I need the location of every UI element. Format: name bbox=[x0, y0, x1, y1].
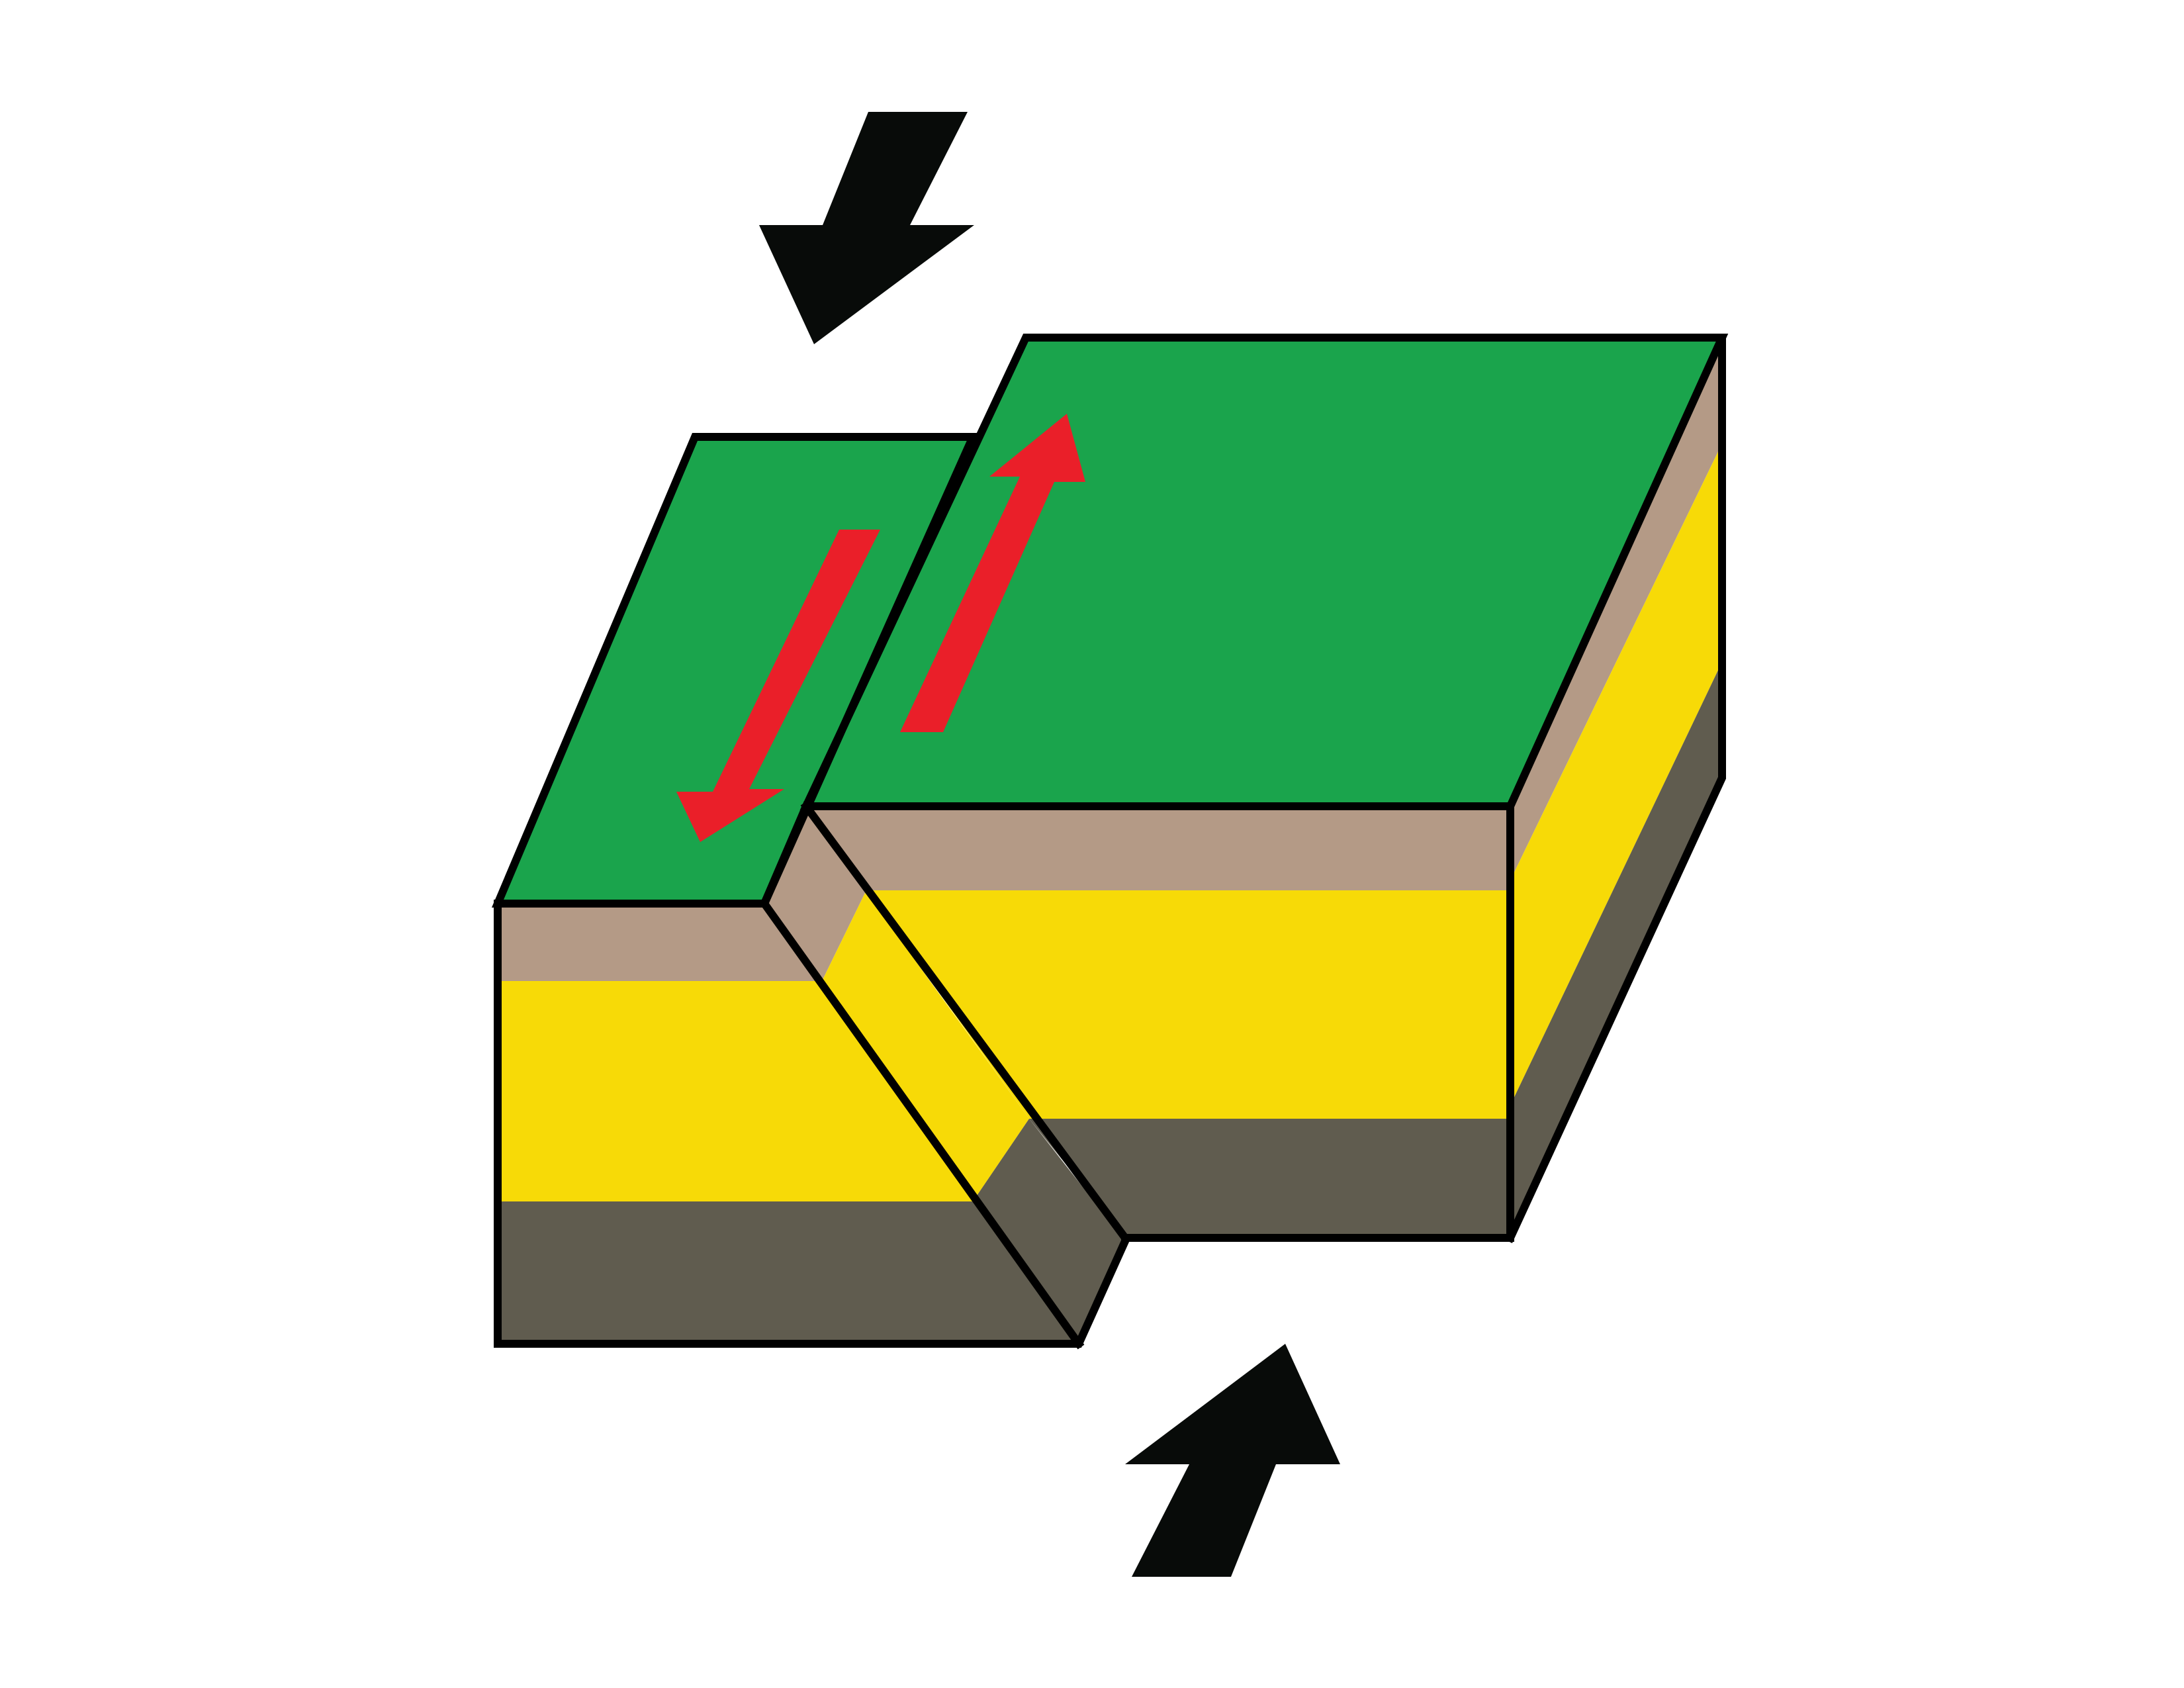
right-block-side-layer-top bbox=[1510, 338, 1722, 880]
left-block-front-outline bbox=[494, 900, 1130, 1348]
fault-face-layer-bottom bbox=[973, 1119, 1125, 1344]
slip-arrow-left-block bbox=[676, 530, 880, 842]
compression-arrow-top bbox=[759, 112, 974, 344]
right-block-front-layer-top bbox=[806, 806, 1510, 890]
right-block-side-layer-middle bbox=[1510, 444, 1722, 1105]
right-block-side-layer-bottom bbox=[1510, 662, 1722, 1238]
left-block-fault-edge-outline bbox=[759, 801, 811, 909]
right-block-front-layer-middle bbox=[866, 890, 1510, 1119]
left-block-front-layer-top bbox=[499, 904, 822, 981]
fault-face-layer-middle bbox=[822, 892, 1029, 1201]
fault-edge-outline bbox=[800, 800, 1131, 1244]
fault-face-outline bbox=[758, 898, 1085, 1350]
left-block-front-layer-bottom bbox=[499, 1201, 1077, 1344]
compression-arrow-bottom bbox=[1125, 1344, 1340, 1577]
slip-arrow-right-block bbox=[900, 414, 1085, 732]
right-block-side-outline bbox=[1505, 334, 1726, 1243]
right-block-front-layer-bottom bbox=[1029, 1119, 1510, 1238]
block-outlines bbox=[491, 334, 1729, 1350]
